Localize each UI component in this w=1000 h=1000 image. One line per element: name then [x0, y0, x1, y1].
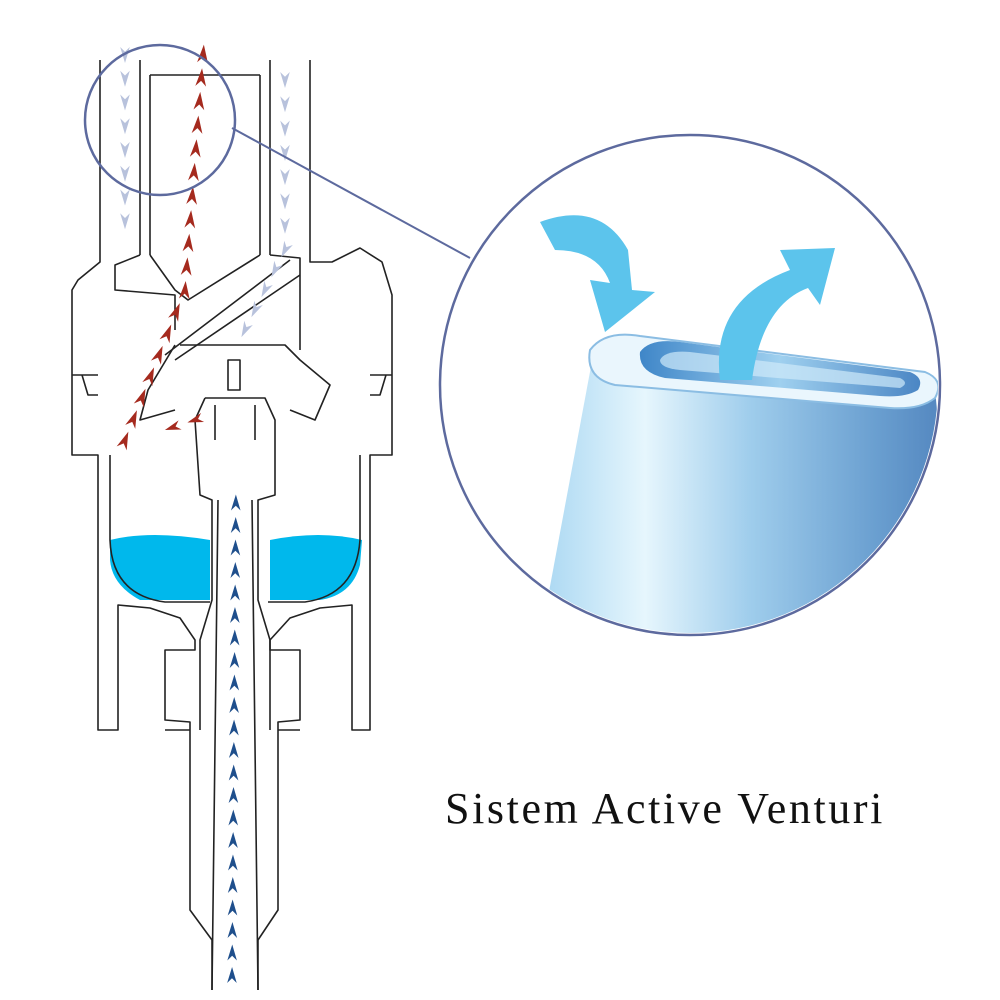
medication-flow-arrow-icon — [227, 877, 238, 894]
inhale-arrow-icon — [120, 213, 130, 230]
exhale-arrow-icon — [142, 367, 155, 387]
magnifier-connector — [231, 127, 471, 259]
exhale-arrow-icon — [193, 91, 205, 111]
medication-flow-arrows — [227, 494, 241, 984]
air-out-arrow-icon — [718, 248, 835, 380]
inhale-arrow-icon — [280, 144, 290, 161]
medication-flow-arrow-icon — [227, 967, 237, 984]
inhale-arrow-icon — [280, 72, 290, 88]
inhale-arrow-icon — [120, 142, 130, 158]
exhale-arrow-icon — [168, 303, 180, 322]
exhale-arrow-icon — [187, 412, 205, 423]
medication-flow-arrow-icon — [228, 809, 239, 826]
exhale-arrow-icon — [197, 44, 208, 64]
inhale-arrow-icon — [241, 320, 253, 338]
medication-flow-arrow-icon — [227, 899, 238, 916]
medication-flow-arrow-icon — [229, 697, 239, 714]
exhale-arrow-icon — [182, 233, 194, 253]
exhale-arrow-icon — [125, 410, 137, 429]
exhale-arrow-icon — [188, 162, 199, 182]
medication-flow-arrow-icon — [228, 742, 239, 759]
medication-flow-arrow-icon — [230, 607, 240, 624]
exhale-arrow-icon — [178, 281, 190, 300]
inhale-arrow-icon — [280, 120, 290, 137]
inhale-arrow-icon — [120, 94, 130, 111]
medication-flow-arrow-icon — [230, 539, 241, 556]
inhale-arrow-icon — [280, 193, 290, 210]
air-in-arrow-icon — [540, 215, 655, 332]
magnifier-small-ring — [83, 43, 237, 197]
exhale-arrow-icon — [133, 388, 146, 408]
exhale-arrow-icon — [184, 210, 196, 229]
inhale-arrow-icon — [280, 96, 290, 113]
medication-flow-arrow-icon — [230, 584, 240, 601]
inhale-arrow-icon — [120, 189, 130, 206]
exhale-arrow-icon — [195, 68, 207, 87]
medication-flow-arrow-icon — [229, 652, 240, 669]
medication-flow-arrow-icon — [229, 674, 240, 691]
medication-flow-arrow-icon — [228, 787, 239, 804]
medication-flow-arrow-icon — [230, 494, 241, 511]
magnified-detail — [442, 137, 938, 633]
inhale-arrow-icon — [271, 260, 283, 278]
inhale-arrow-icon — [261, 280, 273, 298]
exhale-arrow-icon — [116, 431, 129, 451]
medication-flow-arrow-icon — [229, 719, 239, 736]
medication-flow-arrow-icon — [230, 562, 241, 579]
liquid-right — [270, 535, 362, 600]
medication-flow-arrow-icon — [230, 517, 241, 534]
inhale-arrow-icon — [280, 169, 290, 186]
exhale-arrow-icon — [189, 139, 201, 158]
medication-flow-arrow-icon — [228, 764, 239, 781]
exhale-arrow-icon — [191, 115, 203, 134]
inhale-arrows — [120, 47, 293, 338]
inhale-arrow-icon — [251, 300, 263, 318]
nebulizer-outline — [71, 60, 393, 991]
inhale-arrow-icon — [120, 70, 130, 87]
exhale-arrow-icon — [164, 420, 182, 431]
inhale-arrow-icon — [120, 118, 130, 135]
medication-flow-arrow-icon — [227, 922, 238, 939]
tube-body — [540, 345, 938, 633]
exhale-arrow-icon — [159, 324, 172, 344]
liquid-left — [110, 535, 210, 600]
medication-flow-arrow-icon — [228, 832, 238, 849]
medication-flow-arrow-icon — [227, 944, 237, 961]
inhale-arrow-icon — [120, 47, 130, 63]
diagram-caption: Sistem Active Venturi — [445, 784, 885, 833]
medication-flow-arrow-icon — [229, 629, 240, 646]
inhale-arrow-icon — [280, 217, 290, 234]
exhale-arrow-icon — [150, 345, 163, 365]
exhale-arrows — [116, 44, 208, 451]
exhale-arrow-icon — [186, 186, 197, 205]
magnifier-large-ring — [438, 133, 942, 637]
inhale-arrow-icon — [120, 165, 130, 182]
inhale-arrow-icon — [281, 240, 293, 258]
exhale-arrow-icon — [180, 257, 192, 276]
medication-flow-arrow-icon — [228, 854, 238, 871]
